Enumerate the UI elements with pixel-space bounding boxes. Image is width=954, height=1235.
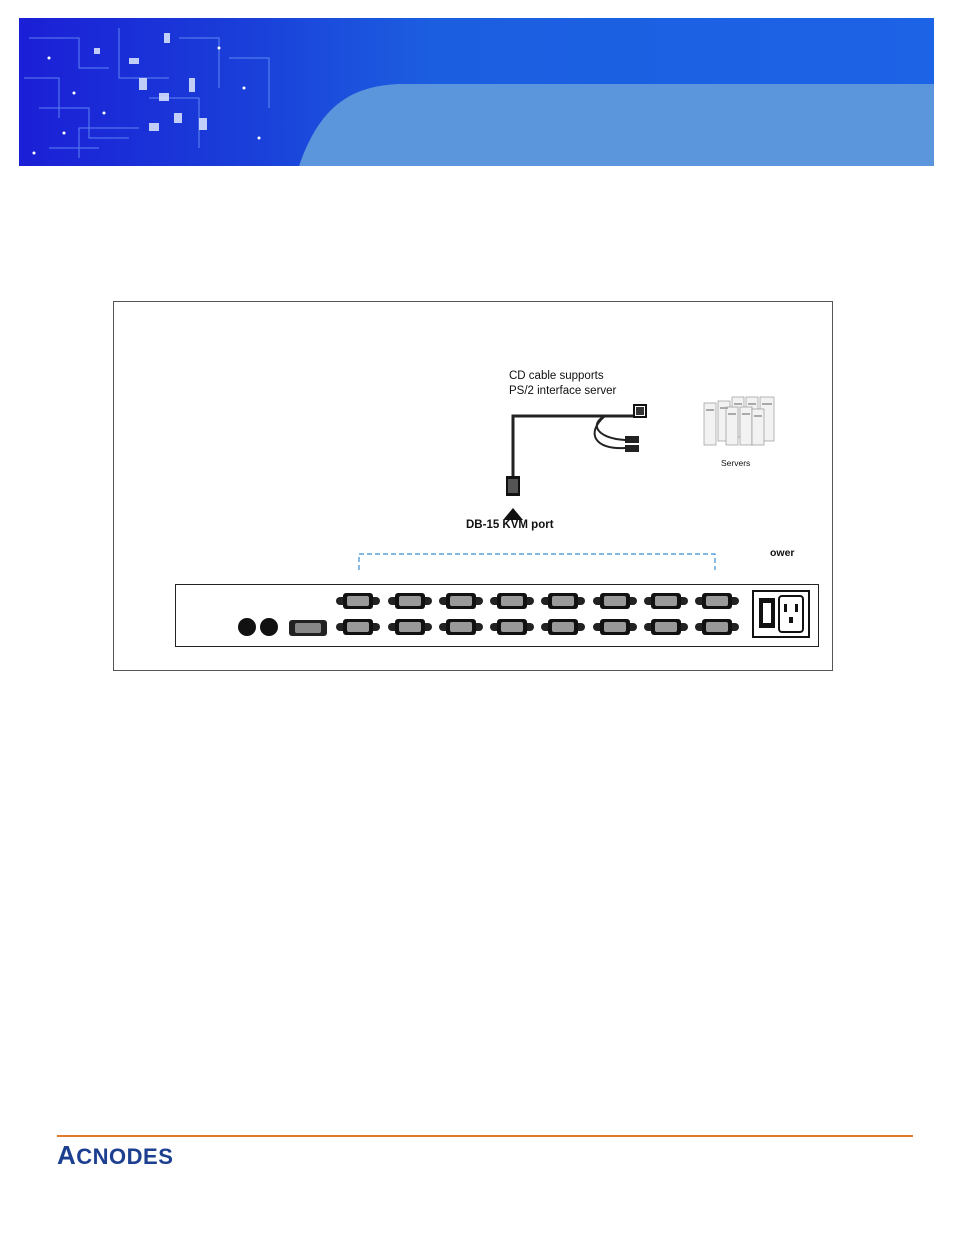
kvm-switch-rear-panel (175, 584, 820, 648)
power-inlet (753, 591, 809, 637)
logo-text: CNODES (76, 1144, 173, 1169)
footer-divider (57, 1135, 913, 1137)
cable-label-line2: PS/2 interface server (509, 384, 616, 399)
power-label: ower (770, 547, 795, 559)
kvm-port-label: DB-15 KVM port (466, 519, 554, 531)
ps2-mouse-port (260, 618, 278, 636)
kvm-cable-illustration (495, 398, 665, 523)
acnodes-logo: ACNODES (57, 1140, 173, 1171)
circuit-board-banner-image (19, 18, 934, 166)
servers-label: Servers (721, 458, 750, 468)
port-group-bracket (355, 550, 720, 574)
cable-label: CD cable supports PS/2 interface server (509, 369, 616, 399)
cable-label-line1: CD cable supports (509, 369, 616, 384)
console-vga-port (289, 620, 327, 636)
header-banner (19, 18, 934, 166)
ps2-keyboard-port (238, 618, 256, 636)
logo-initial: A (57, 1140, 76, 1170)
servers-icon (700, 395, 780, 447)
